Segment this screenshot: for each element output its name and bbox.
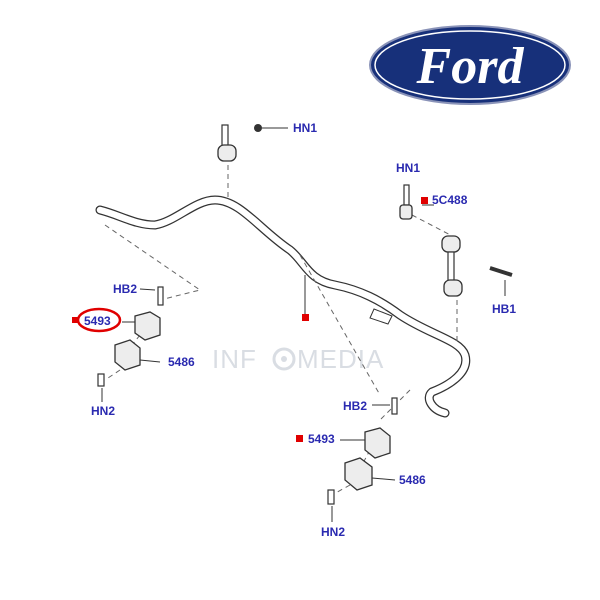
part-labels: HN1 HN1 5C488 HB1 HB2 5493 5486 HN2 HB2 … — [84, 121, 516, 539]
end-link-assembly — [399, 184, 513, 297]
watermark: INF MEDIA — [212, 344, 384, 374]
label-hb1: HB1 — [492, 302, 516, 316]
ford-logo: Ford — [369, 25, 571, 105]
top-link-assembly — [217, 124, 288, 162]
label-5493-right: 5493 — [308, 432, 335, 446]
marker-5493-left — [72, 317, 78, 323]
label-5486-right: 5486 — [399, 473, 426, 487]
label-5493-left: 5493 — [84, 314, 111, 328]
label-hn2-right: HN2 — [321, 525, 345, 539]
watermark-right: MEDIA — [297, 344, 384, 374]
label-5486-left: 5486 — [168, 355, 195, 369]
stabilizer-bar — [95, 195, 471, 418]
marker-5493-right — [296, 435, 303, 442]
highlight-ring — [76, 307, 122, 333]
ford-logo-text: Ford — [416, 38, 525, 95]
label-hb2-right: HB2 — [343, 399, 367, 413]
reference-markers — [72, 197, 428, 442]
watermark-circle-icon — [272, 347, 296, 371]
watermark-left: INF — [212, 344, 257, 374]
right-bushing-assembly — [327, 397, 398, 522]
label-hb2-left: HB2 — [113, 282, 137, 296]
left-bushing-assembly — [97, 286, 164, 402]
label-hn1-right: HN1 — [396, 161, 420, 175]
label-5c488: 5C488 — [432, 193, 468, 207]
marker-bar — [302, 314, 309, 321]
label-hn2-left: HN2 — [91, 404, 115, 418]
label-hn1-top: HN1 — [293, 121, 317, 135]
marker-5c488 — [421, 197, 428, 204]
